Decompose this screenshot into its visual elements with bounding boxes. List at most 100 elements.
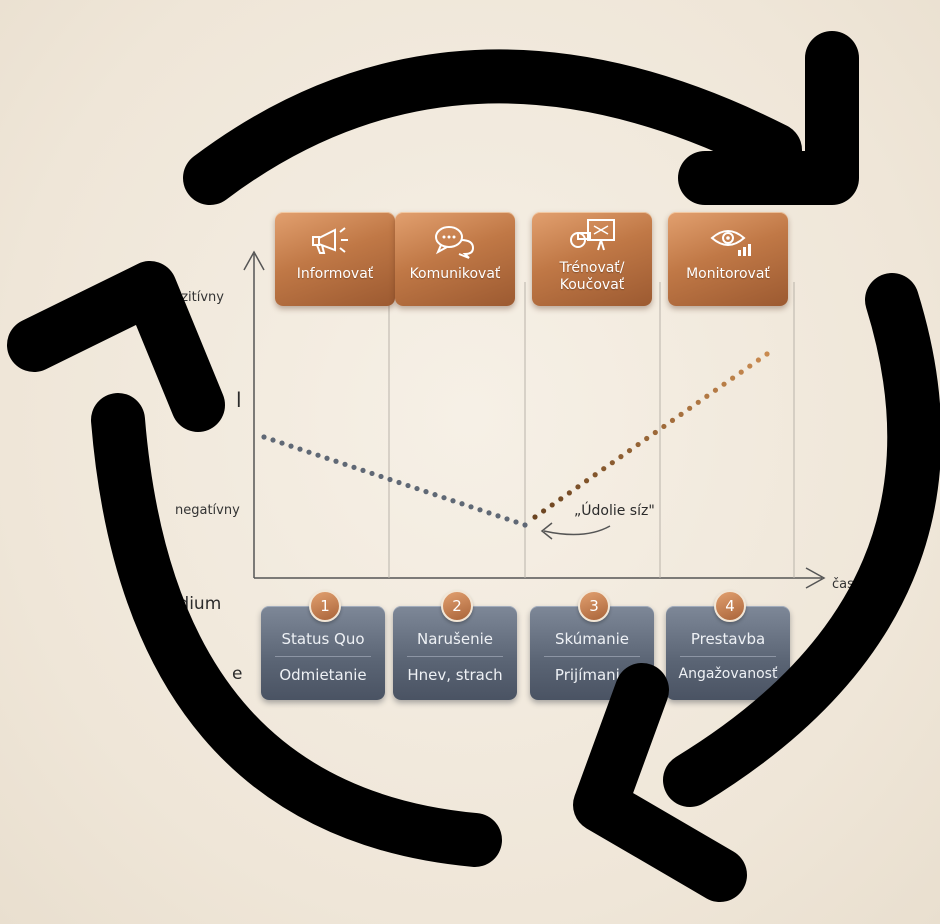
curve-dot xyxy=(486,510,492,516)
curve-dot xyxy=(738,369,744,375)
curve-dot xyxy=(575,484,581,490)
speech-bubbles-icon xyxy=(435,226,475,259)
stage-reaction: Hnev, strach xyxy=(407,666,503,684)
curve-dot xyxy=(540,508,547,514)
curve-dot xyxy=(558,496,564,502)
curve-dot xyxy=(592,472,598,478)
stage-number-badge: 3 xyxy=(578,590,610,622)
valley-annotation: „Údolie síz" xyxy=(574,503,655,519)
curve-dot xyxy=(324,455,330,461)
curve-dot xyxy=(687,405,693,411)
curve-dot xyxy=(644,435,650,442)
stage-divider xyxy=(275,656,371,657)
stage-box-4: 4 Prestavba Angažovanosť xyxy=(666,590,790,700)
phase-box-trenovat: Trénovať/ Koučovať xyxy=(532,212,652,306)
curve-dot xyxy=(747,363,753,369)
phase-box-komunikovat: Komunikovať xyxy=(395,212,515,306)
reaction-row-label: e xyxy=(232,664,243,684)
time-label: čas xyxy=(832,577,854,592)
curve-dot xyxy=(618,454,624,460)
curve-dot xyxy=(532,514,538,520)
curve-dot xyxy=(441,495,447,501)
phase-label: Komunikovať xyxy=(409,266,501,282)
curve-dot xyxy=(626,447,633,454)
cycle-arrowhead-left xyxy=(7,261,225,432)
cycle-arc-right xyxy=(663,273,940,807)
curve-dot xyxy=(635,441,641,448)
cycle-arrowhead-right xyxy=(573,663,747,902)
y-axis-partial-label-2: l xyxy=(236,388,242,412)
curve-dot xyxy=(566,490,572,496)
curve-dot xyxy=(549,502,555,508)
phase-label: Informovať xyxy=(296,266,374,282)
curve-dot xyxy=(261,434,267,440)
curve-dot xyxy=(583,478,590,484)
curve-dot xyxy=(477,507,483,513)
stage-number-badge: 1 xyxy=(309,590,341,622)
curve-dot xyxy=(678,411,684,417)
stage-name: Narušenie xyxy=(416,630,494,648)
stage-reaction: Odmietanie xyxy=(279,666,367,684)
curve-dot xyxy=(730,375,736,381)
curve-dot xyxy=(695,399,701,405)
stage-name: Prestavba xyxy=(690,630,766,648)
curve-dot xyxy=(387,476,393,483)
curve-dot xyxy=(504,516,510,522)
curve-dot xyxy=(513,519,519,525)
curve-dot xyxy=(360,467,366,473)
stage-box-2: 2 Narušenie Hnev, strach xyxy=(393,590,517,700)
curve-dot xyxy=(369,470,375,477)
phase-label: Monitorovať xyxy=(686,266,770,282)
curve-dot xyxy=(459,501,465,507)
curve-dot xyxy=(764,351,770,357)
decline-dotted-line xyxy=(261,434,528,528)
curve-dot xyxy=(704,393,710,399)
curve-dot xyxy=(712,387,719,393)
curve-dot xyxy=(423,489,429,495)
y-axis-arrowhead xyxy=(243,250,265,271)
phase-box-informovat: Informovať xyxy=(275,212,395,306)
eye-chart-icon xyxy=(710,230,751,256)
stage-name: Skúmanie xyxy=(555,630,629,648)
stage-reaction: Prijímanie xyxy=(554,666,630,684)
stage-number-badge: 2 xyxy=(441,590,473,622)
curve-dot xyxy=(495,513,501,519)
curve-dot xyxy=(432,492,438,498)
stage-divider xyxy=(544,656,640,657)
cycle-arrowhead-top xyxy=(678,31,859,205)
stage-name: Status Quo xyxy=(281,630,365,648)
x-axis-arrowhead xyxy=(805,567,826,589)
curve-dot xyxy=(351,464,357,470)
curve-dot xyxy=(306,449,312,455)
megaphone-icon xyxy=(312,227,348,254)
curve-dot xyxy=(315,452,321,458)
curve-dot xyxy=(522,522,528,528)
cycle-arc-left xyxy=(91,393,502,867)
valley-arrowhead xyxy=(540,522,553,540)
curve-dot xyxy=(468,504,474,510)
whistle-board-icon xyxy=(570,219,615,251)
curve-dot xyxy=(414,485,420,492)
stage-number-badge: 4 xyxy=(714,590,746,622)
curve-dot xyxy=(279,440,285,446)
curve-dot xyxy=(378,473,384,480)
rise-dotted-line xyxy=(532,351,770,520)
curve-dot xyxy=(661,423,667,430)
curve-dot xyxy=(342,461,348,467)
stage-reaction: Angažovanosť xyxy=(678,666,778,682)
curve-dot xyxy=(669,417,676,424)
curve-dot xyxy=(297,446,303,452)
curve-dot xyxy=(755,357,762,363)
curve-dot xyxy=(288,443,294,449)
negative-label: negatívny xyxy=(175,503,240,518)
stage-divider xyxy=(680,656,776,657)
curve-dot xyxy=(333,458,339,464)
stage-divider xyxy=(407,656,503,657)
curve-dot xyxy=(652,429,658,436)
curve-dot xyxy=(601,466,607,472)
valley-arrow xyxy=(543,525,611,536)
curve-dot xyxy=(721,381,727,387)
curve-dot xyxy=(396,479,402,486)
